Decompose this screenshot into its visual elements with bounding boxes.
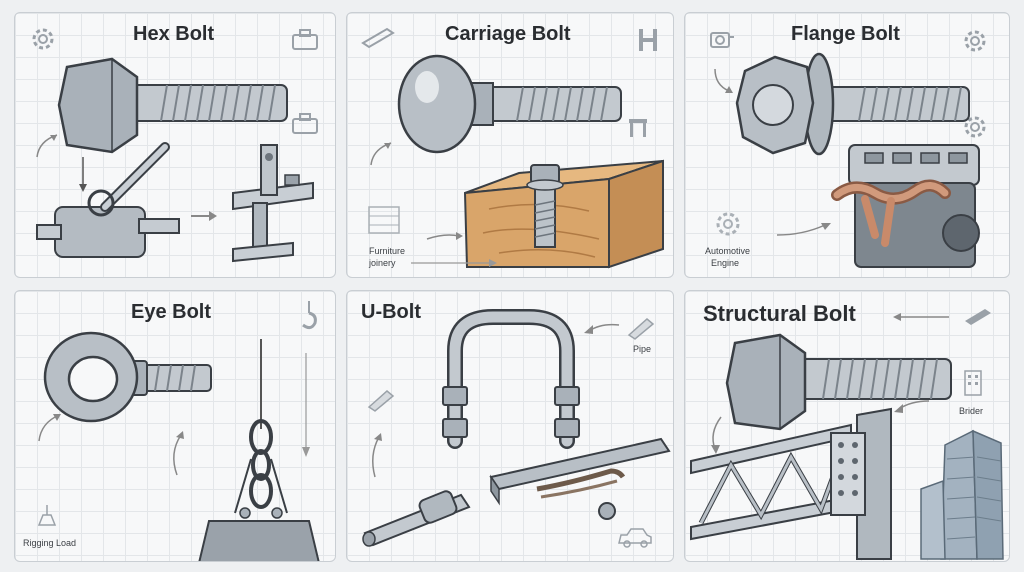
hex-bolt-illustration (57, 57, 288, 154)
panel-flange-bolt: Flange Bolt (684, 12, 1010, 278)
panel-eye-bolt: Eye Bolt Rigging Load (14, 290, 336, 562)
pipe-icon (627, 318, 655, 340)
arrow-right-icon (776, 223, 831, 236)
gear-icon (964, 30, 986, 52)
steel-bracket-illustration (232, 144, 314, 263)
pipe-icon (367, 390, 395, 412)
usage-label: Rigging Load (23, 538, 77, 548)
toolbox-icon (292, 29, 318, 50)
gear-icon (716, 212, 740, 236)
car-icon (618, 528, 652, 548)
arrow-icon (38, 414, 61, 442)
toolbox-icon (292, 113, 318, 134)
panel-u-bolt: U-Bolt Pipe (346, 290, 674, 562)
vehicle-axle-illustration (362, 437, 671, 547)
steel-girder-illustration (690, 407, 892, 560)
arrow-icon (370, 142, 392, 166)
arrow-left-icon (584, 323, 620, 334)
arrow-right-icon (411, 259, 497, 267)
wrench-valve-illustration (36, 142, 180, 258)
arrow-right-icon (191, 211, 217, 221)
u-bolt-illustration (442, 309, 580, 449)
panel-title: Eye Bolt (131, 301, 212, 323)
arrow-left-icon (894, 400, 930, 413)
chain-load-illustration (198, 339, 320, 561)
panel-title: Flange Bolt (791, 23, 900, 45)
arrow-icon (372, 433, 382, 478)
panel-title: Structural Bolt (703, 301, 856, 326)
arrow-icon (173, 431, 184, 476)
arrow-right-icon (426, 232, 463, 240)
table-icon (629, 119, 647, 137)
wood-plank-icon (368, 206, 400, 234)
engine-illustration (831, 144, 980, 268)
wood-block-illustration (463, 159, 664, 269)
engine-icon (710, 32, 734, 48)
beam-icon (639, 29, 657, 51)
arrow-icon (711, 416, 722, 454)
usage-label: Engine (711, 258, 740, 268)
arrow-down-icon (302, 353, 310, 457)
arrow-icon (36, 134, 58, 158)
panel-title: U-Bolt (361, 301, 421, 323)
usage-label: Furniture (369, 246, 406, 256)
panel-title: Carriage Bolt (445, 23, 571, 45)
gear-icon (32, 28, 54, 50)
flange-bolt-illustration (735, 52, 970, 156)
building-icon (964, 370, 982, 396)
panel-structural-bolt: Structural Bolt Brider (684, 290, 1010, 562)
carriage-bolt-illustration (397, 54, 622, 154)
usage-label: Automotive (705, 246, 751, 256)
panel-carriage-bolt: Carriage Bolt (346, 12, 674, 278)
usage-label: Brider (959, 406, 984, 416)
eye-bolt-illustration (43, 331, 212, 423)
structural-bolt-illustration (725, 333, 952, 431)
crane-hook-icon (302, 301, 317, 330)
arrow-left-icon (893, 313, 949, 321)
load-weight-icon (37, 505, 57, 526)
panel-hex-bolt: Hex Bolt (14, 12, 336, 278)
usage-label: Pipe (633, 344, 652, 354)
plank-icon (361, 27, 395, 49)
i-beam-icon (965, 309, 991, 325)
skyscraper-illustration (920, 429, 1004, 560)
usage-label: joinery (369, 258, 396, 268)
arrow-icon (714, 68, 733, 93)
gear-icon (964, 116, 986, 138)
panel-title: Hex Bolt (133, 23, 215, 45)
